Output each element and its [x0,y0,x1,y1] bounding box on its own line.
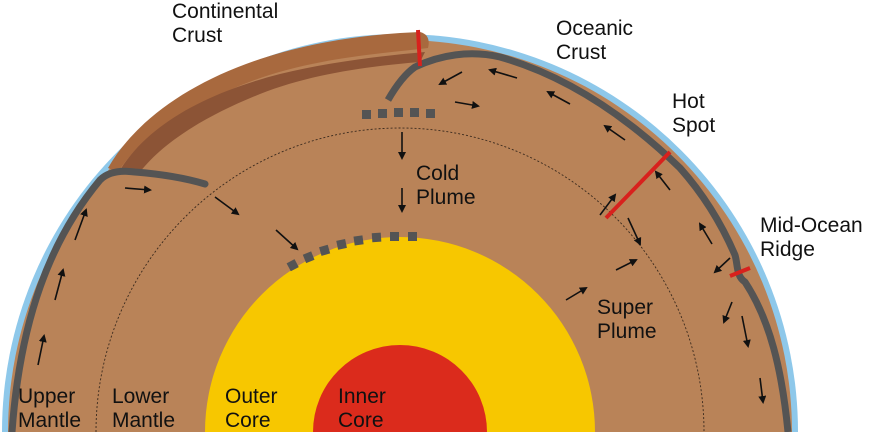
upper-mantle-label: Upper Mantle [18,385,81,432]
outer-core-label: Outer Core [225,385,283,432]
inner-core [313,345,487,432]
cold-plume-dashes [362,108,435,119]
continental-crust-lower [120,52,425,172]
convection-arrows [37,67,767,404]
lower-mantle-label: Lower Mantle [112,385,175,432]
inner-core-label: Inner Core [338,385,392,432]
subduction-marker [416,29,422,67]
outer-core [205,237,595,432]
ridge-marker [729,266,751,278]
oceanic-plate-left [8,167,209,432]
mantle [8,40,792,432]
oceanic-plate-right [384,50,792,432]
cold-plume-label: Cold Plume [416,162,476,209]
mantle-boundary-line [95,127,705,432]
hot-spot-line [604,150,672,220]
continental-crust [108,32,429,172]
mid-ocean-ridge-label: Mid-Ocean Ridge [760,214,869,261]
hot-spot-label: Hot Spot [672,90,715,137]
continental-crust-label: Continental Crust [172,0,284,47]
super-plume-label: Super Plume [597,296,659,343]
core-boundary-dashes [286,232,417,272]
oceanic-crust-label: Oceanic Crust [556,17,639,64]
